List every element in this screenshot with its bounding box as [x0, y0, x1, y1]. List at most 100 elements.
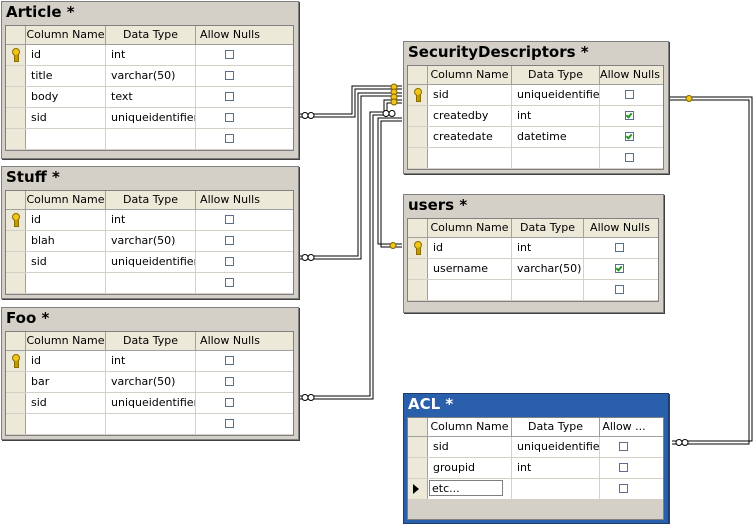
data-type-cell[interactable] — [512, 479, 600, 499]
table-row[interactable]: sid uniqueidentifier — [408, 85, 663, 106]
allow-nulls-cell[interactable] — [196, 45, 264, 65]
row-selector[interactable] — [6, 372, 26, 392]
checkbox-checked-icon[interactable] — [615, 264, 624, 273]
table-row[interactable]: createdate datetime — [408, 127, 663, 148]
row-selector[interactable] — [408, 280, 428, 300]
column-name-cell[interactable]: sid — [428, 85, 512, 105]
table-row[interactable]: id int — [408, 238, 658, 259]
checkbox-icon[interactable] — [225, 113, 234, 122]
row-selector[interactable] — [408, 106, 428, 126]
allow-nulls-cell[interactable] — [600, 479, 648, 499]
checkbox-icon[interactable] — [225, 215, 234, 224]
row-selector[interactable] — [6, 66, 26, 86]
new-column-row[interactable] — [6, 129, 293, 150]
column-name-cell[interactable] — [26, 414, 106, 434]
row-selector[interactable] — [6, 351, 26, 371]
allow-nulls-cell[interactable] — [600, 148, 660, 168]
checkbox-icon[interactable] — [225, 398, 234, 407]
new-column-row[interactable] — [6, 273, 293, 294]
table-row[interactable]: sid uniqueidentifier — [6, 393, 293, 414]
row-selector[interactable] — [408, 148, 428, 168]
allow-nulls-cell[interactable] — [584, 280, 656, 300]
column-name-edit-field[interactable]: etc... — [429, 480, 503, 496]
allow-nulls-cell[interactable] — [196, 231, 264, 251]
allow-nulls-cell[interactable] — [600, 106, 660, 126]
allow-nulls-cell[interactable] — [196, 108, 264, 128]
column-name-cell[interactable] — [428, 148, 512, 168]
checkbox-icon[interactable] — [619, 484, 628, 493]
table-row[interactable]: blah varchar(50) — [6, 231, 293, 252]
data-type-cell[interactable]: varchar(50) — [106, 231, 196, 251]
checkbox-icon[interactable] — [625, 90, 634, 99]
allow-nulls-cell[interactable] — [600, 458, 648, 478]
table-row[interactable]: id int — [6, 210, 293, 231]
allow-nulls-cell[interactable] — [196, 273, 264, 293]
column-name-cell[interactable]: id — [26, 351, 106, 371]
row-selector[interactable] — [6, 273, 26, 293]
allow-nulls-cell[interactable] — [196, 393, 264, 413]
checkbox-icon[interactable] — [225, 236, 234, 245]
row-selector[interactable] — [408, 238, 428, 258]
column-name-cell[interactable]: etc... — [428, 479, 512, 499]
column-name-cell[interactable]: createdate — [428, 127, 512, 147]
data-type-cell[interactable]: int — [512, 106, 600, 126]
column-name-cell[interactable]: id — [428, 238, 512, 258]
table-stuff[interactable]: Stuff * Column Name Data Type Allow Null… — [1, 166, 299, 299]
allow-nulls-cell[interactable] — [196, 210, 264, 230]
table-row[interactable]: body text — [6, 87, 293, 108]
data-type-cell[interactable]: uniqueidentifier — [512, 85, 600, 105]
data-type-cell[interactable] — [512, 280, 584, 300]
data-type-cell[interactable] — [106, 273, 196, 293]
column-name-cell[interactable]: sid — [26, 393, 106, 413]
checkbox-icon[interactable] — [615, 243, 624, 252]
data-type-cell[interactable]: varchar(50) — [106, 372, 196, 392]
new-column-row[interactable] — [408, 280, 658, 301]
table-row[interactable]: id int — [6, 45, 293, 66]
data-type-cell[interactable]: varchar(50) — [512, 259, 584, 279]
column-name-cell[interactable]: title — [26, 66, 106, 86]
checkbox-icon[interactable] — [225, 419, 234, 428]
column-name-cell[interactable] — [26, 129, 106, 149]
allow-nulls-cell[interactable] — [600, 85, 660, 105]
data-type-cell[interactable]: int — [512, 238, 584, 258]
checkbox-icon[interactable] — [225, 356, 234, 365]
editing-row[interactable]: etc... — [408, 479, 663, 500]
row-selector[interactable] — [6, 231, 26, 251]
checkbox-icon[interactable] — [225, 377, 234, 386]
row-selector[interactable] — [408, 127, 428, 147]
data-type-cell[interactable]: uniqueidentifier — [106, 393, 196, 413]
table-row[interactable]: createdby int — [408, 106, 663, 127]
allow-nulls-cell[interactable] — [196, 372, 264, 392]
data-type-cell[interactable] — [106, 129, 196, 149]
data-type-cell[interactable]: int — [512, 458, 600, 478]
checkbox-icon[interactable] — [225, 278, 234, 287]
table-row[interactable]: bar varchar(50) — [6, 372, 293, 393]
row-selector[interactable] — [6, 108, 26, 128]
new-column-row[interactable] — [6, 414, 293, 435]
table-article[interactable]: Article * Column Name Data Type Allow Nu… — [1, 1, 299, 159]
column-name-cell[interactable]: id — [26, 210, 106, 230]
checkbox-icon[interactable] — [225, 50, 234, 59]
allow-nulls-cell[interactable] — [584, 259, 656, 279]
table-row[interactable]: sid uniqueidentifier — [408, 437, 663, 458]
row-selector[interactable] — [408, 437, 428, 457]
row-selector[interactable] — [6, 252, 26, 272]
column-name-cell[interactable]: body — [26, 87, 106, 107]
table-row[interactable]: sid uniqueidentifier — [6, 252, 293, 273]
row-selector[interactable] — [408, 458, 428, 478]
data-type-cell[interactable]: datetime — [512, 127, 600, 147]
table-row[interactable]: id int — [6, 351, 293, 372]
table-row[interactable]: sid uniqueidentifier — [6, 108, 293, 129]
row-selector[interactable] — [408, 259, 428, 279]
data-type-cell[interactable]: uniqueidentifier — [106, 108, 196, 128]
column-name-cell[interactable]: id — [26, 45, 106, 65]
row-selector[interactable] — [408, 85, 428, 105]
column-name-cell[interactable]: groupid — [428, 458, 512, 478]
table-row[interactable]: groupid int — [408, 458, 663, 479]
column-name-cell[interactable] — [428, 280, 512, 300]
checkbox-icon[interactable] — [625, 153, 634, 162]
allow-nulls-cell[interactable] — [600, 437, 648, 457]
data-type-cell[interactable]: uniqueidentifier — [512, 437, 600, 457]
checkbox-checked-icon[interactable] — [625, 132, 634, 141]
allow-nulls-cell[interactable] — [584, 238, 656, 258]
